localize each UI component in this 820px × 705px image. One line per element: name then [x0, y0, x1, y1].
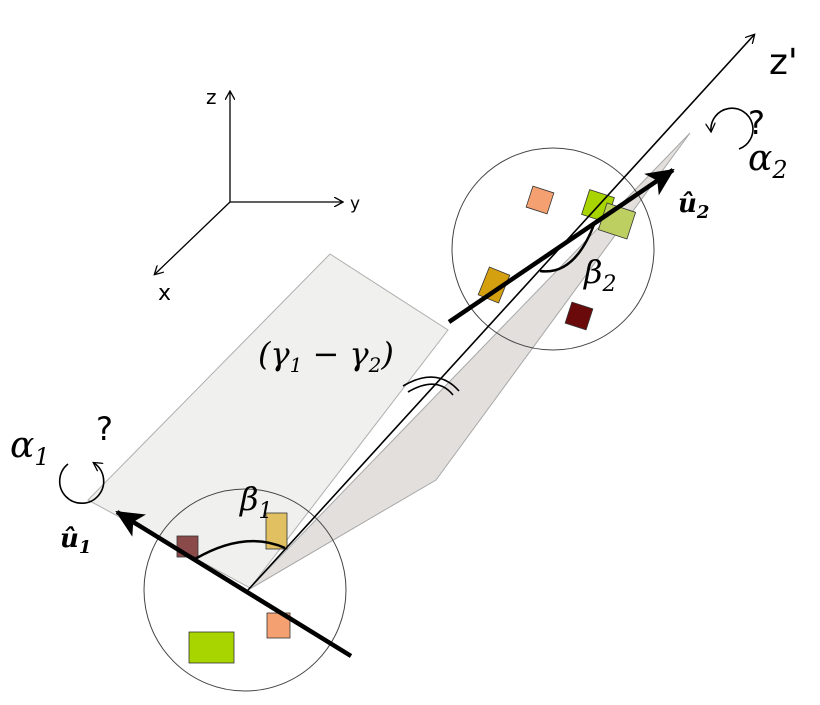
z-axis-label: z: [206, 85, 217, 109]
marker-gold-upper: [477, 266, 511, 304]
beta2-arc: [539, 221, 597, 273]
x-axis-label: x: [158, 281, 171, 306]
u1-label: û1: [60, 524, 91, 558]
lower-markers: [176, 512, 291, 664]
gamma-difference-label: (γ1 − γ2): [258, 335, 394, 377]
question2-label: ?: [748, 104, 765, 142]
beta2-label: β2: [583, 253, 617, 297]
marker-orange-upper: [525, 185, 555, 215]
z-prime-axis: [247, 35, 754, 591]
z-prime-label: z': [769, 42, 798, 83]
beta1-label: β1: [239, 480, 273, 524]
alpha2-rotation-icon: [711, 107, 754, 150]
alpha1-rotation-icon: [58, 463, 105, 505]
x-axis: [155, 201, 231, 274]
u2-label: û2: [678, 189, 709, 223]
planes: [87, 132, 691, 591]
alpha1-label: α1: [10, 425, 50, 471]
alpha2-label: α2: [748, 138, 788, 184]
shaded-plane: [247, 132, 691, 591]
u2-vector: [447, 168, 675, 324]
marker-maroon-upper: [564, 301, 594, 331]
question1-label: ?: [96, 410, 113, 448]
gamma-arc-outer: [402, 376, 460, 392]
marker-lime-lower: [188, 631, 235, 664]
lower-body-circle: [143, 488, 347, 692]
y-axis-label: y: [350, 194, 360, 214]
upper-body-circle: [451, 147, 655, 351]
marker-tan-lower: [265, 512, 288, 550]
beta1-arc: [194, 539, 286, 561]
reference-frame: z y x: [155, 85, 360, 306]
gamma-arc-inner: [407, 383, 454, 396]
u1-vector: [115, 510, 353, 658]
